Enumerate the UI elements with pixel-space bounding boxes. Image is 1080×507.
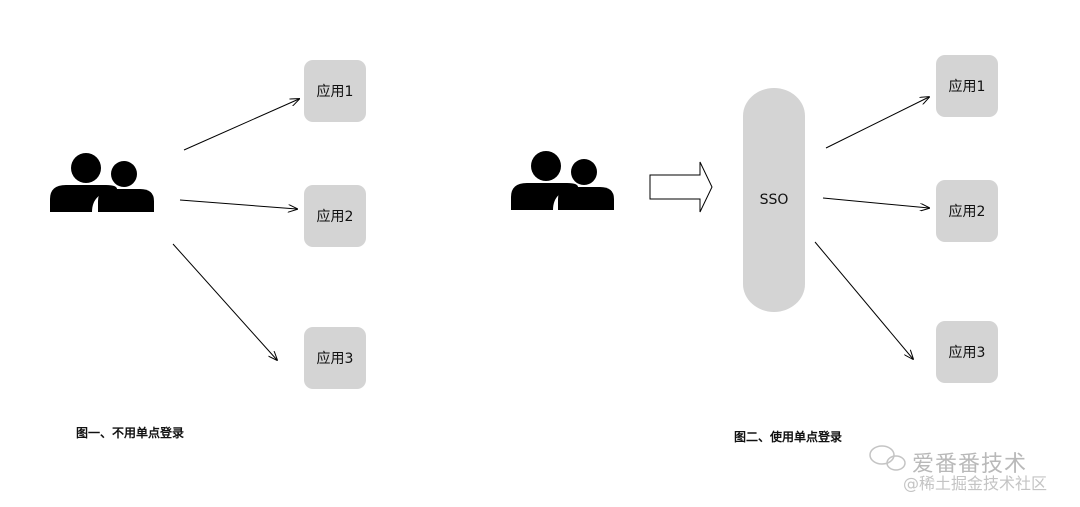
app1-label: 应用1	[316, 84, 354, 100]
app1-box: 应用1	[304, 60, 366, 122]
block-arrow	[649, 161, 713, 213]
app2-label: 应用2	[316, 209, 354, 225]
app3-box: 应用3	[304, 327, 366, 389]
sso-arrow-to-app1	[825, 97, 929, 149]
sso-arrow-to-app3	[814, 241, 913, 359]
figure1-caption: 图一、不用单点登录	[76, 426, 185, 440]
sso-app3-label: 应用3	[948, 345, 986, 361]
watermark-subtitle: @稀土掘金技术社区	[903, 474, 1048, 493]
watermark-title: 爱番番技术	[912, 452, 1028, 477]
app3-label: 应用3	[316, 351, 354, 367]
sso-app3-box: 应用3	[936, 321, 998, 383]
arrow-to-app3	[172, 243, 277, 360]
sso-app2-box: 应用2	[936, 180, 998, 242]
arrow-to-app1	[183, 99, 299, 151]
figure2-caption: 图二、使用单点登录	[734, 430, 843, 444]
sso-label: SSO	[759, 192, 789, 208]
wechat-icon	[869, 445, 906, 471]
sso-app1-box: 应用1	[936, 55, 998, 117]
sso-app2-label: 应用2	[948, 204, 986, 220]
sso-app1-label: 应用1	[948, 79, 986, 95]
sso-box: SSO	[743, 88, 805, 312]
sso-arrow-to-app2	[822, 197, 929, 208]
users-icon	[50, 153, 154, 212]
arrow-to-app2	[179, 199, 297, 209]
users-icon	[511, 151, 614, 210]
app2-box: 应用2	[304, 185, 366, 247]
